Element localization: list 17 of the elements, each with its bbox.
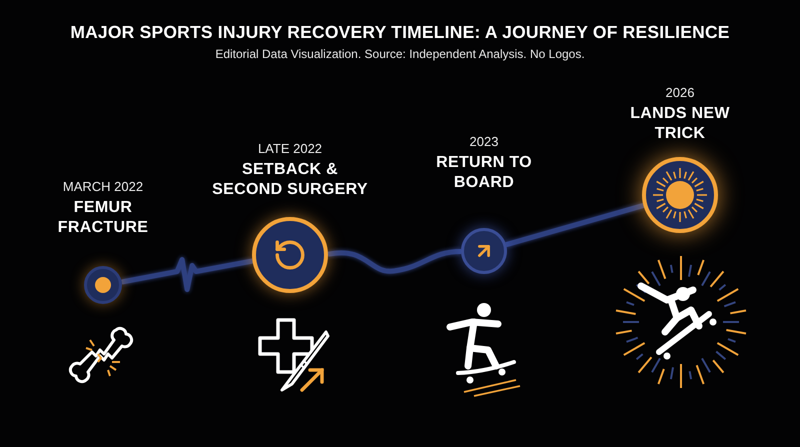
subtitle: Editorial Data Visualization. Source: Independent Analysis. No Logos. [215,47,585,61]
milestone-date: 2023 [470,133,498,150]
milestone-title: FEMUR FRACTURE [56,198,150,238]
timeline-line [328,248,462,274]
title: MAJOR SPORTS INJURY RECOVERY TIMELINE: A JOURNEY OF RESILIENCE [70,22,730,43]
milestone-circle [461,228,507,274]
milestone-date: 2026 [666,84,694,101]
timeline-line [505,203,644,248]
milestone-date: LATE 2022 [258,140,322,157]
milestone-date: MARCH 2022 [62,178,144,195]
milestone-circle [84,266,122,304]
milestone-title: SETBACK & SECOND SURGERY [211,160,369,200]
timeline-line [121,257,253,292]
milestone-title: RETURN TO BOARD [435,153,533,193]
milestone-title: LANDS NEW TRICK [629,104,731,144]
milestone-circle [642,157,718,233]
milestone-circle [252,217,328,293]
